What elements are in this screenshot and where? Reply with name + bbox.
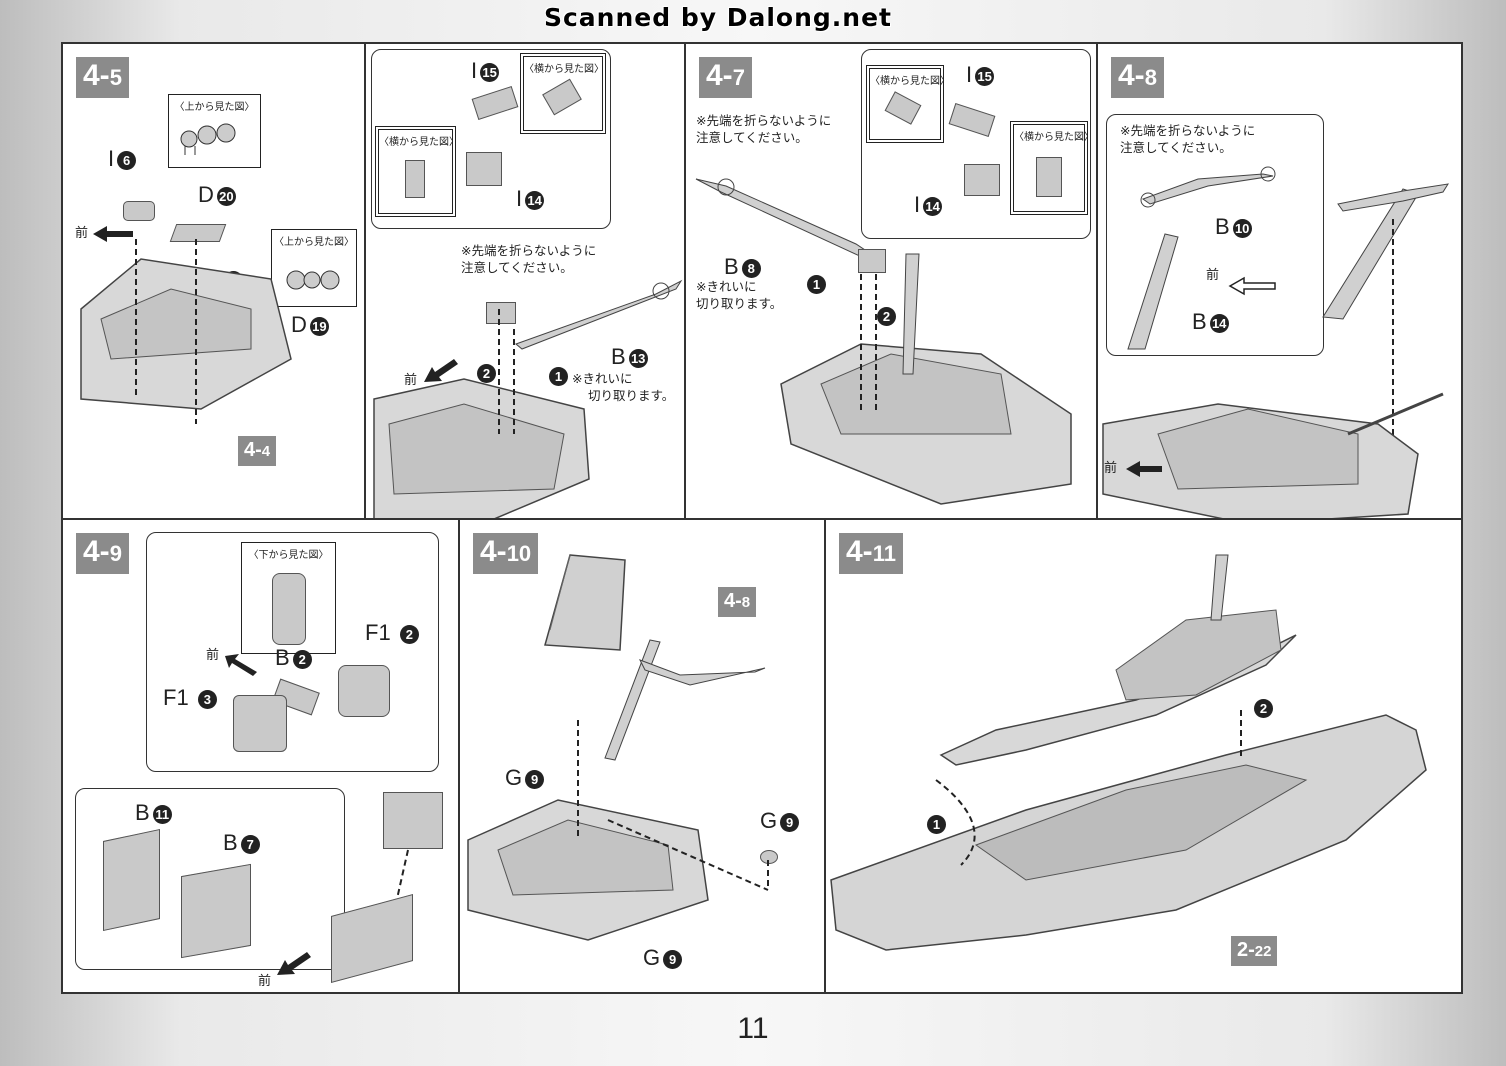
step-number: 4-9 xyxy=(76,533,129,574)
sequence-2: 2 xyxy=(474,359,496,385)
side-view-box: 〈横から見た図〉 xyxy=(375,126,459,217)
bridge-piece xyxy=(858,249,886,273)
bottom-view-piece xyxy=(272,573,306,645)
assembled-piece xyxy=(383,792,443,849)
bottom-view-box: 〈下から見た図〉 xyxy=(241,542,336,654)
side-view-box: 〈横から見た図〉 xyxy=(520,53,606,134)
front-direction-label: 前 xyxy=(404,373,418,388)
part-B14-mast xyxy=(1127,233,1179,350)
step-4-6-panel: 4-6 〈横から見た図〉 〈横から見た図〉 I15 I14 ※先端を折らないよう… xyxy=(366,44,686,520)
part-B13-antenna xyxy=(515,279,683,350)
side-view-piece xyxy=(1036,157,1062,197)
front-direction-label: 前 xyxy=(75,226,89,241)
top-view-box: 〈上から見た図〉 xyxy=(168,94,261,168)
side-view-piece xyxy=(884,91,922,125)
ship-deck-illustration xyxy=(373,309,590,518)
sequence-1: 1 xyxy=(546,362,568,388)
sequence-2: 2 xyxy=(1251,694,1273,720)
step-number: 4-7 xyxy=(699,57,752,98)
top-view-illustration xyxy=(180,123,236,155)
cut-note: ※きれいに 切り取ります。 xyxy=(696,279,783,311)
ship-deck-illustration xyxy=(467,720,769,941)
watermark: Scanned by Dalong.net xyxy=(543,3,892,32)
step-4-5-panel: 4-5 〈上から見た図〉 〈上から見た図〉 I6 D20 I6 D19 前 xyxy=(63,44,366,520)
ship-deck-illustration xyxy=(1102,392,1444,518)
step-4-11-panel: 4-11 2 1 2-22 xyxy=(826,520,1463,994)
reference-step-badge: 4-8 xyxy=(718,587,757,617)
front-arrow-icon xyxy=(93,226,133,242)
upper-deck-assembly-illustration xyxy=(939,554,1297,766)
part-B7-piece xyxy=(181,863,251,959)
part-F1-2-piece xyxy=(338,665,390,717)
ship-deck-illustration xyxy=(780,253,1072,505)
caution-note: ※先端を折らないように 注意してください。 xyxy=(461,243,597,275)
cut-note-line2: 切り取ります。 xyxy=(588,388,675,403)
top-view-illustration xyxy=(286,270,340,290)
side-view-box: 〈横から見た図〉 xyxy=(866,65,950,143)
part-I14-piece xyxy=(466,152,502,186)
step-number: 4-10 xyxy=(473,533,539,574)
caution-note: ※先端を折らないように 注意してください。 xyxy=(696,113,832,145)
part-label-F1-2: F1 2 xyxy=(365,620,419,646)
step-number: 4-8 xyxy=(1111,57,1164,98)
part-B10-antenna xyxy=(1140,166,1276,208)
reference-step-badge: 2-22 xyxy=(1231,936,1278,966)
part-F1-3-piece xyxy=(233,695,287,752)
front-arrow-icon xyxy=(1126,461,1162,477)
step-4-7-panel: 4-7 ※先端を折らないように 注意してください。 〈横から見た図〉 〈横から見… xyxy=(686,44,1098,520)
sequence-1: 1 xyxy=(924,810,946,836)
part-label-F1-3: F1 3 xyxy=(163,685,217,711)
mast-antenna-illustration xyxy=(604,639,766,761)
step-number: 4-11 xyxy=(839,533,903,574)
front-arrow-icon xyxy=(1228,276,1276,296)
front-direction-label: 前 xyxy=(258,974,272,989)
page-number: 11 xyxy=(737,1012,769,1045)
side-view-box: 〈横から見た図〉 xyxy=(1010,121,1094,215)
part-B11-piece xyxy=(103,828,160,932)
sequence-1: 1 xyxy=(804,270,826,296)
front-arrow-icon xyxy=(225,654,257,676)
sequence-2: 2 xyxy=(874,302,896,328)
instruction-page-frame: 4-5 〈上から見た図〉 〈上から見た図〉 I6 D20 I6 D19 前 xyxy=(61,42,1463,994)
part-I6-piece xyxy=(123,201,155,221)
bridge-piece xyxy=(486,302,516,324)
step-number: 4-5 xyxy=(76,57,129,98)
cut-note: ※きれいに xyxy=(572,371,633,386)
aft-tower-piece xyxy=(544,554,626,651)
front-direction-label: 前 xyxy=(1104,461,1118,476)
caution-note: ※先端を折らないように 注意してください。 xyxy=(1120,123,1256,155)
front-arrow-icon xyxy=(277,952,311,975)
side-view-piece xyxy=(405,160,425,198)
reference-step-badge: 4-4 xyxy=(238,436,277,466)
front-direction-label: 前 xyxy=(206,648,220,663)
front-direction-label: 前 xyxy=(1206,268,1220,283)
assembled-mast-illustration xyxy=(1322,183,1450,479)
hull-assembly-illustration xyxy=(830,710,1427,951)
ship-hull-illustration xyxy=(80,239,292,424)
side-view-piece xyxy=(542,78,582,116)
front-arrow-icon xyxy=(424,359,458,382)
part-I14-piece xyxy=(964,164,1000,196)
top-view-box: 〈上から見た図〉 xyxy=(271,229,357,307)
